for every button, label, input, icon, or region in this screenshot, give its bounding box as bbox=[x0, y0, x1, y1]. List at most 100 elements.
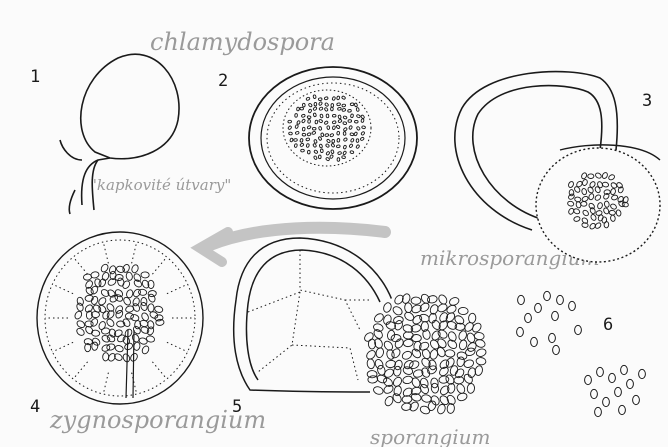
granule bbox=[306, 143, 310, 147]
granule bbox=[343, 127, 347, 131]
granule bbox=[349, 144, 353, 148]
granule bbox=[326, 151, 330, 155]
granule bbox=[312, 131, 316, 135]
granule bbox=[338, 151, 342, 154]
granule bbox=[338, 115, 341, 119]
granule bbox=[356, 107, 359, 111]
granule bbox=[313, 107, 317, 111]
spore bbox=[569, 301, 576, 310]
granule bbox=[332, 120, 336, 124]
granule bbox=[350, 133, 354, 136]
granule bbox=[296, 107, 299, 111]
granule bbox=[295, 124, 299, 128]
spore bbox=[517, 327, 524, 336]
granule bbox=[302, 103, 305, 107]
spore bbox=[101, 334, 111, 343]
figure-4-spores bbox=[74, 263, 165, 363]
granule bbox=[348, 109, 352, 112]
granule bbox=[319, 119, 323, 123]
figure-6-spores bbox=[517, 291, 646, 416]
granule bbox=[301, 149, 305, 152]
granule bbox=[288, 120, 292, 123]
spore bbox=[535, 303, 542, 312]
spore bbox=[74, 310, 83, 320]
spore bbox=[76, 319, 86, 329]
granule bbox=[294, 144, 297, 148]
granule bbox=[362, 126, 366, 129]
granule bbox=[336, 96, 339, 100]
granule bbox=[361, 115, 365, 119]
granule bbox=[320, 149, 323, 153]
granule bbox=[361, 131, 365, 135]
granule bbox=[354, 103, 358, 107]
granule bbox=[318, 136, 322, 140]
spore bbox=[591, 389, 598, 398]
spore bbox=[595, 407, 602, 416]
granule bbox=[324, 102, 328, 106]
figure-2-chlamydospore bbox=[249, 67, 417, 209]
spore bbox=[597, 367, 604, 376]
spore bbox=[115, 309, 125, 319]
granule bbox=[314, 139, 318, 143]
granule bbox=[336, 125, 340, 129]
granule bbox=[300, 143, 304, 147]
granule bbox=[356, 126, 360, 130]
granule bbox=[330, 133, 334, 137]
spore bbox=[125, 313, 134, 319]
figure-5-spore-mass-bg bbox=[360, 289, 490, 419]
granule bbox=[336, 145, 340, 148]
granule bbox=[308, 103, 312, 107]
granule bbox=[314, 102, 317, 106]
granule bbox=[361, 119, 364, 123]
spore bbox=[525, 313, 532, 322]
granule bbox=[295, 131, 299, 135]
spore bbox=[131, 264, 140, 274]
granule bbox=[288, 125, 292, 129]
annotation-left: "kapkovité útvary" bbox=[90, 176, 231, 194]
granule bbox=[315, 120, 318, 124]
figure-3-sporangium bbox=[536, 145, 660, 262]
granule bbox=[318, 98, 322, 101]
granule bbox=[319, 107, 323, 111]
granule bbox=[325, 143, 329, 147]
spore bbox=[531, 337, 538, 346]
granule bbox=[306, 97, 310, 101]
granule bbox=[332, 114, 336, 117]
spore bbox=[627, 379, 634, 388]
spore bbox=[101, 344, 111, 353]
spore bbox=[97, 296, 107, 306]
granule bbox=[331, 143, 335, 147]
spore bbox=[544, 291, 551, 300]
spore bbox=[639, 369, 646, 378]
granule bbox=[350, 114, 353, 118]
spore bbox=[141, 272, 149, 278]
granule bbox=[326, 157, 330, 161]
granule bbox=[318, 101, 322, 105]
septum-line bbox=[52, 284, 73, 294]
granule bbox=[290, 138, 294, 142]
spore bbox=[133, 279, 143, 289]
granule bbox=[308, 120, 311, 124]
granule bbox=[343, 151, 347, 155]
granule bbox=[342, 108, 346, 111]
spore bbox=[76, 297, 84, 307]
spore bbox=[122, 353, 131, 363]
granule bbox=[332, 96, 336, 100]
spore bbox=[126, 272, 134, 281]
spore bbox=[106, 343, 115, 351]
granule bbox=[349, 125, 353, 129]
figure-number-5: 5 bbox=[232, 397, 242, 417]
spore bbox=[138, 289, 147, 296]
granule bbox=[343, 132, 346, 136]
figure-4-stalk bbox=[126, 330, 134, 398]
granule bbox=[301, 119, 305, 123]
spore bbox=[603, 397, 610, 406]
spore bbox=[100, 288, 110, 298]
granule bbox=[329, 154, 333, 158]
granule bbox=[313, 155, 317, 159]
figure-number-3: 3 bbox=[642, 91, 652, 111]
spore bbox=[141, 345, 150, 355]
granule bbox=[360, 137, 364, 141]
